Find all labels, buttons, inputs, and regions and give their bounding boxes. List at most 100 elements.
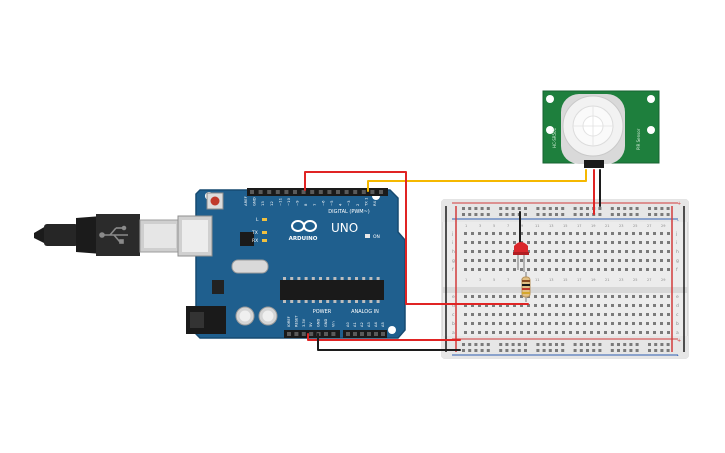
pir-right-label: PIR Sensor: [636, 128, 641, 150]
column-number: 15: [563, 224, 567, 228]
header-pin[interactable]: [324, 332, 328, 336]
column-number: 17: [577, 278, 581, 282]
row-letter: e: [452, 295, 455, 300]
l-led-label: L: [256, 217, 259, 223]
mounting-hole: [546, 126, 554, 134]
digital-pin-label: ~5: [329, 200, 334, 206]
pir-motion-sensor[interactable]: HC-SR501 PIR Sensor: [542, 90, 660, 168]
column-number: 7: [507, 224, 509, 228]
arduino-logo-icon: [291, 220, 317, 232]
power-pin-label: 5V: [309, 322, 313, 327]
power-wire-1[interactable]: [304, 171, 529, 305]
column-number: 11: [535, 224, 539, 228]
header-pin[interactable]: [353, 332, 357, 336]
l-led: [262, 218, 267, 221]
header-pin[interactable]: [370, 190, 375, 194]
power-pin-label: IOREF: [287, 316, 291, 327]
column-number: 13: [549, 224, 553, 228]
header-pin[interactable]: [293, 190, 297, 194]
row-letter: b: [452, 321, 455, 327]
header-pin[interactable]: [275, 190, 280, 194]
rail-plus-label: +: [677, 201, 681, 207]
header-pin[interactable]: [353, 190, 358, 194]
rx-led-label: RX: [252, 238, 258, 244]
header-pin[interactable]: [331, 332, 336, 336]
analog-pin-label: A0: [346, 322, 350, 327]
column-number: 17: [577, 224, 581, 228]
wires[interactable]: [304, 169, 601, 351]
row-letter: a: [452, 331, 455, 336]
header-pin[interactable]: [379, 190, 383, 194]
header-pin[interactable]: [309, 332, 314, 336]
row-letter: d: [452, 303, 455, 309]
header-pin[interactable]: [360, 332, 364, 336]
header-pin[interactable]: [287, 332, 291, 336]
row-letter: b: [676, 321, 679, 327]
chip-pins-bottom: [283, 300, 380, 303]
rx-led: [262, 239, 267, 242]
reset-button-cap[interactable]: [210, 196, 220, 206]
chip-pins-top: [283, 277, 380, 280]
pir-pin-header[interactable]: [584, 160, 604, 168]
breadboard-holes[interactable]: [462, 207, 670, 352]
column-number: 25: [633, 224, 637, 228]
analog-header[interactable]: [343, 330, 387, 338]
row-letter: g: [452, 259, 455, 264]
row-letter: c: [676, 313, 679, 318]
header-pin[interactable]: [258, 190, 263, 194]
analog-pin-label: A3: [367, 322, 371, 327]
digital-pin-label: ~10: [286, 197, 291, 206]
header-pin[interactable]: [344, 190, 349, 194]
digital-pin-label: ~3: [346, 200, 351, 206]
column-number: 3: [479, 278, 481, 282]
analog-pin-label: A4: [374, 322, 378, 327]
power-pin-label: 3.3V: [302, 318, 306, 327]
header-pin[interactable]: [267, 190, 272, 194]
digital-pin-label: 7: [312, 203, 317, 206]
row-letter: j: [675, 231, 677, 237]
header-pin[interactable]: [346, 332, 350, 336]
header-pin[interactable]: [327, 190, 332, 194]
digital-pin-label: AREF: [243, 196, 248, 206]
arduino-brand: ARDUINO: [289, 236, 318, 242]
column-number: 19: [591, 224, 595, 228]
ground-wire[interactable]: [317, 333, 461, 351]
header-pin[interactable]: [250, 190, 254, 194]
row-letter: f: [676, 267, 678, 273]
header-pin[interactable]: [336, 190, 340, 194]
digital-pin-label: 12: [269, 201, 274, 206]
top-power-rail[interactable]: [442, 200, 688, 222]
header-pin[interactable]: [301, 190, 306, 194]
header-pin[interactable]: [284, 190, 289, 194]
digital-pin-label: 2: [355, 203, 360, 206]
tx-led-label: TX: [251, 230, 258, 236]
bottom-power-rail[interactable]: [442, 336, 688, 358]
resistor[interactable]: [521, 272, 531, 302]
digital-pin-label: 8: [303, 203, 308, 206]
on-led: [365, 234, 370, 238]
header-pin[interactable]: [381, 332, 385, 336]
power-pin-label: RESET: [294, 315, 298, 327]
on-led-label: ON: [373, 234, 380, 240]
header-pin[interactable]: [294, 332, 299, 336]
header-pin[interactable]: [374, 332, 378, 336]
column-number: 27: [647, 278, 651, 282]
header-pin[interactable]: [361, 190, 366, 194]
power-wire-5v[interactable]: [307, 333, 461, 341]
mounting-hole: [647, 126, 655, 134]
digital-pin-label: GND: [252, 197, 257, 206]
red-led[interactable]: [513, 242, 529, 272]
signal-wire[interactable]: [367, 169, 587, 192]
row-letter: e: [676, 295, 679, 300]
row-letter: d: [676, 303, 679, 309]
digital-pin-label: RX 0: [372, 197, 377, 206]
header-pin[interactable]: [318, 190, 323, 194]
header-pin[interactable]: [310, 190, 315, 194]
header-pin[interactable]: [301, 332, 306, 336]
header-pin[interactable]: [367, 332, 371, 336]
digital-header[interactable]: [247, 188, 388, 196]
center-channel: [442, 287, 688, 293]
